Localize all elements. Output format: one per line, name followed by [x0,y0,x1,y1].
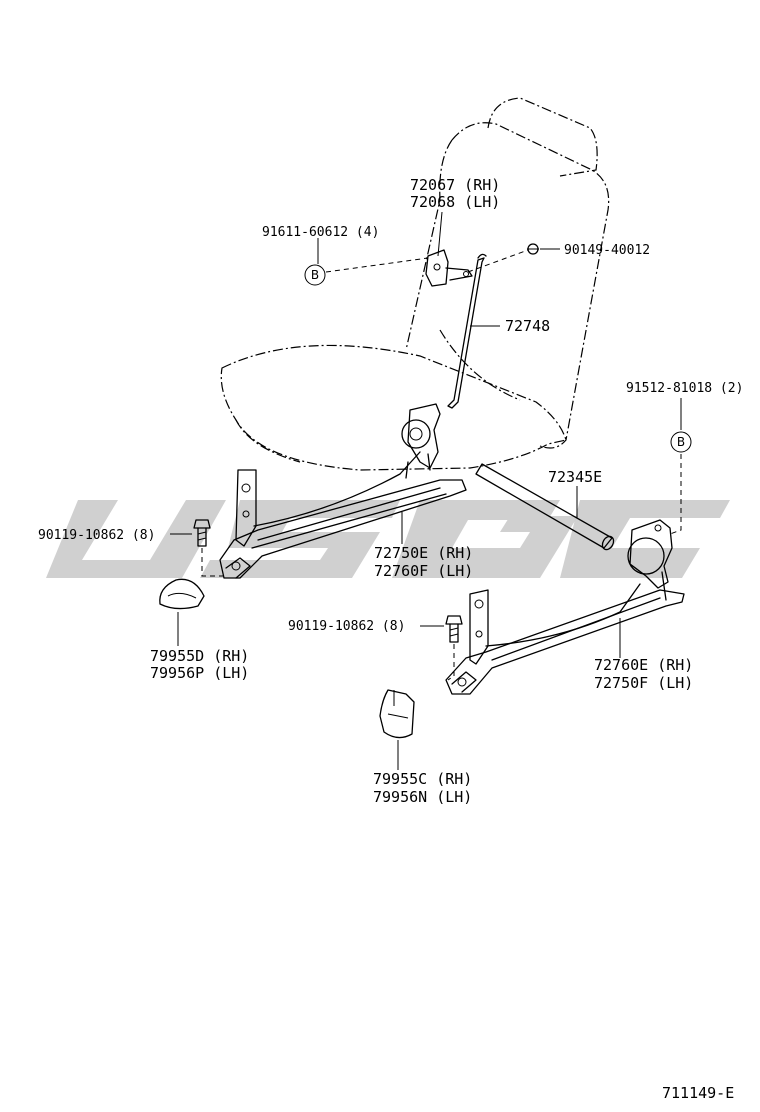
label-90149: 90149-40012 [564,243,650,258]
label-90119-left: 90119-10862 (8) [38,528,155,543]
figure-id: 711149-E [662,1084,734,1102]
recliner-bracket [425,249,473,287]
release-rod [447,253,487,409]
svg-text:B: B [677,435,685,449]
cover-79955c [379,689,415,739]
leader-lines [170,211,682,770]
cover-79955d [159,578,205,610]
label-72760f: 72760F (LH) [374,562,473,580]
seat-outline [220,97,610,471]
part-labels: 72067 (RH) 72068 (LH) 91611-60612 (4) 90… [38,176,743,1102]
label-72750f: 72750F (LH) [594,674,693,692]
label-79955c: 79955C (RH) [373,770,472,788]
label-79956n: 79956N (LH) [373,788,472,806]
bolt-left [193,519,211,547]
svg-text:B: B [311,268,319,282]
clip-part [527,243,539,255]
label-79955d: 79955D (RH) [150,647,249,665]
seat-headrest [487,97,598,177]
label-72760e: 72760E (RH) [594,656,693,674]
cross-bar [475,463,615,551]
watermark-logo [46,500,730,578]
left-seat-adjuster [219,403,467,579]
label-72067: 72067 (RH) [410,176,500,194]
seat-back-inner [439,329,521,401]
bolt-right [445,615,463,643]
right-seat-adjuster [445,519,685,695]
label-72750e: 72750E (RH) [374,544,473,562]
label-72345e: 72345E [548,468,602,486]
label-91512: 91512-81018 (2) [626,381,743,396]
seat-cushion-lower [235,419,301,463]
label-90119-right: 90119-10862 (8) [288,619,405,634]
label-72748: 72748 [505,317,550,335]
label-91611: 91611-60612 (4) [262,225,379,240]
label-72068: 72068 (LH) [410,193,500,211]
callout-b-left: B [304,264,326,286]
seat-back-left-edge [405,139,453,351]
label-79956p: 79956P (LH) [150,664,249,682]
seat-cushion [220,344,567,471]
seat-back [451,122,610,449]
callout-b-right: B [670,431,692,453]
